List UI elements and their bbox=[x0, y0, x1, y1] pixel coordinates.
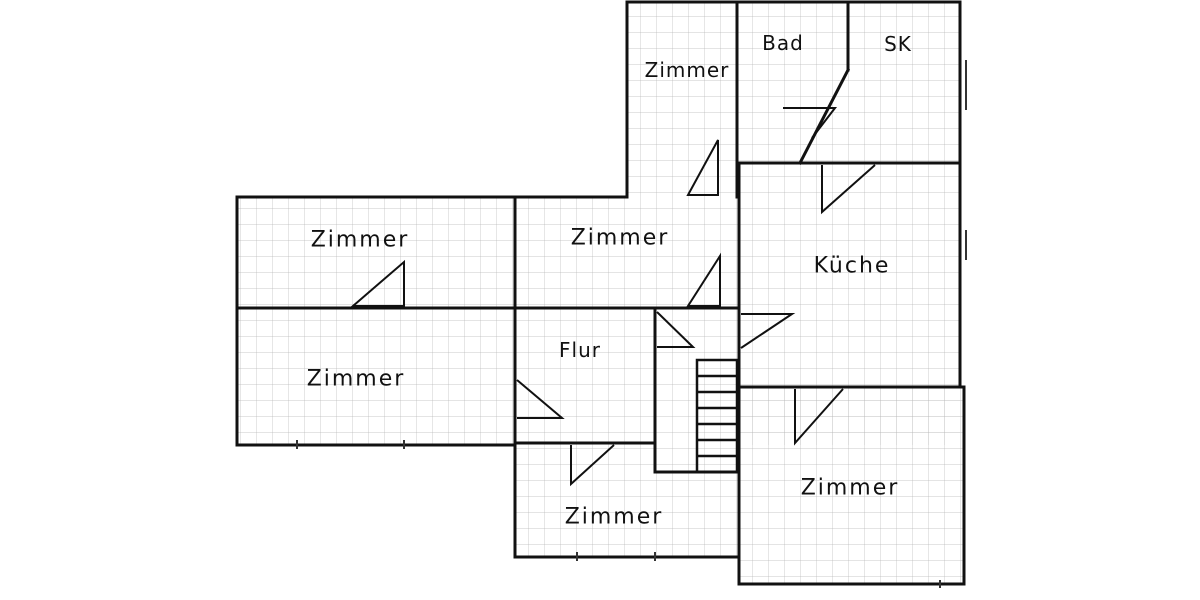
room-label-zimmer-left-lower: Zimmer bbox=[306, 366, 406, 392]
door-kueche-top bbox=[821, 164, 876, 215]
door-zimmer-center-upper bbox=[686, 252, 721, 307]
walls bbox=[235, 0, 966, 586]
room-label-sk: SK bbox=[884, 32, 912, 56]
door-bad bbox=[783, 107, 838, 139]
room-label-zimmer-center-upper: Zimmer bbox=[570, 225, 670, 251]
stairs bbox=[695, 358, 739, 474]
room-label-kueche: Küche bbox=[813, 253, 891, 279]
door-swings bbox=[350, 107, 876, 487]
door-zimmer-left-upper bbox=[350, 259, 405, 307]
door-flur-kueche bbox=[740, 313, 796, 349]
room-label-zimmer-left-upper: Zimmer bbox=[310, 227, 410, 253]
door-flur-left bbox=[516, 379, 565, 419]
grid-fill bbox=[237, 2, 964, 584]
door-zimmer-right bbox=[794, 388, 844, 446]
room-label-flur: Flur bbox=[559, 338, 601, 362]
tick-marks bbox=[296, 60, 967, 588]
wall-bad-diagonal bbox=[797, 67, 851, 166]
room-label-zimmer-top: Zimmer bbox=[644, 58, 730, 82]
door-flur-stair bbox=[656, 311, 696, 348]
door-zimmer-top bbox=[686, 139, 719, 196]
door-zimmer-bottom bbox=[570, 444, 615, 487]
room-label-zimmer-right-lower: Zimmer bbox=[800, 475, 900, 501]
room-label-zimmer-bottom-center: Zimmer bbox=[564, 504, 664, 530]
room-label-bad: Bad bbox=[762, 31, 804, 55]
